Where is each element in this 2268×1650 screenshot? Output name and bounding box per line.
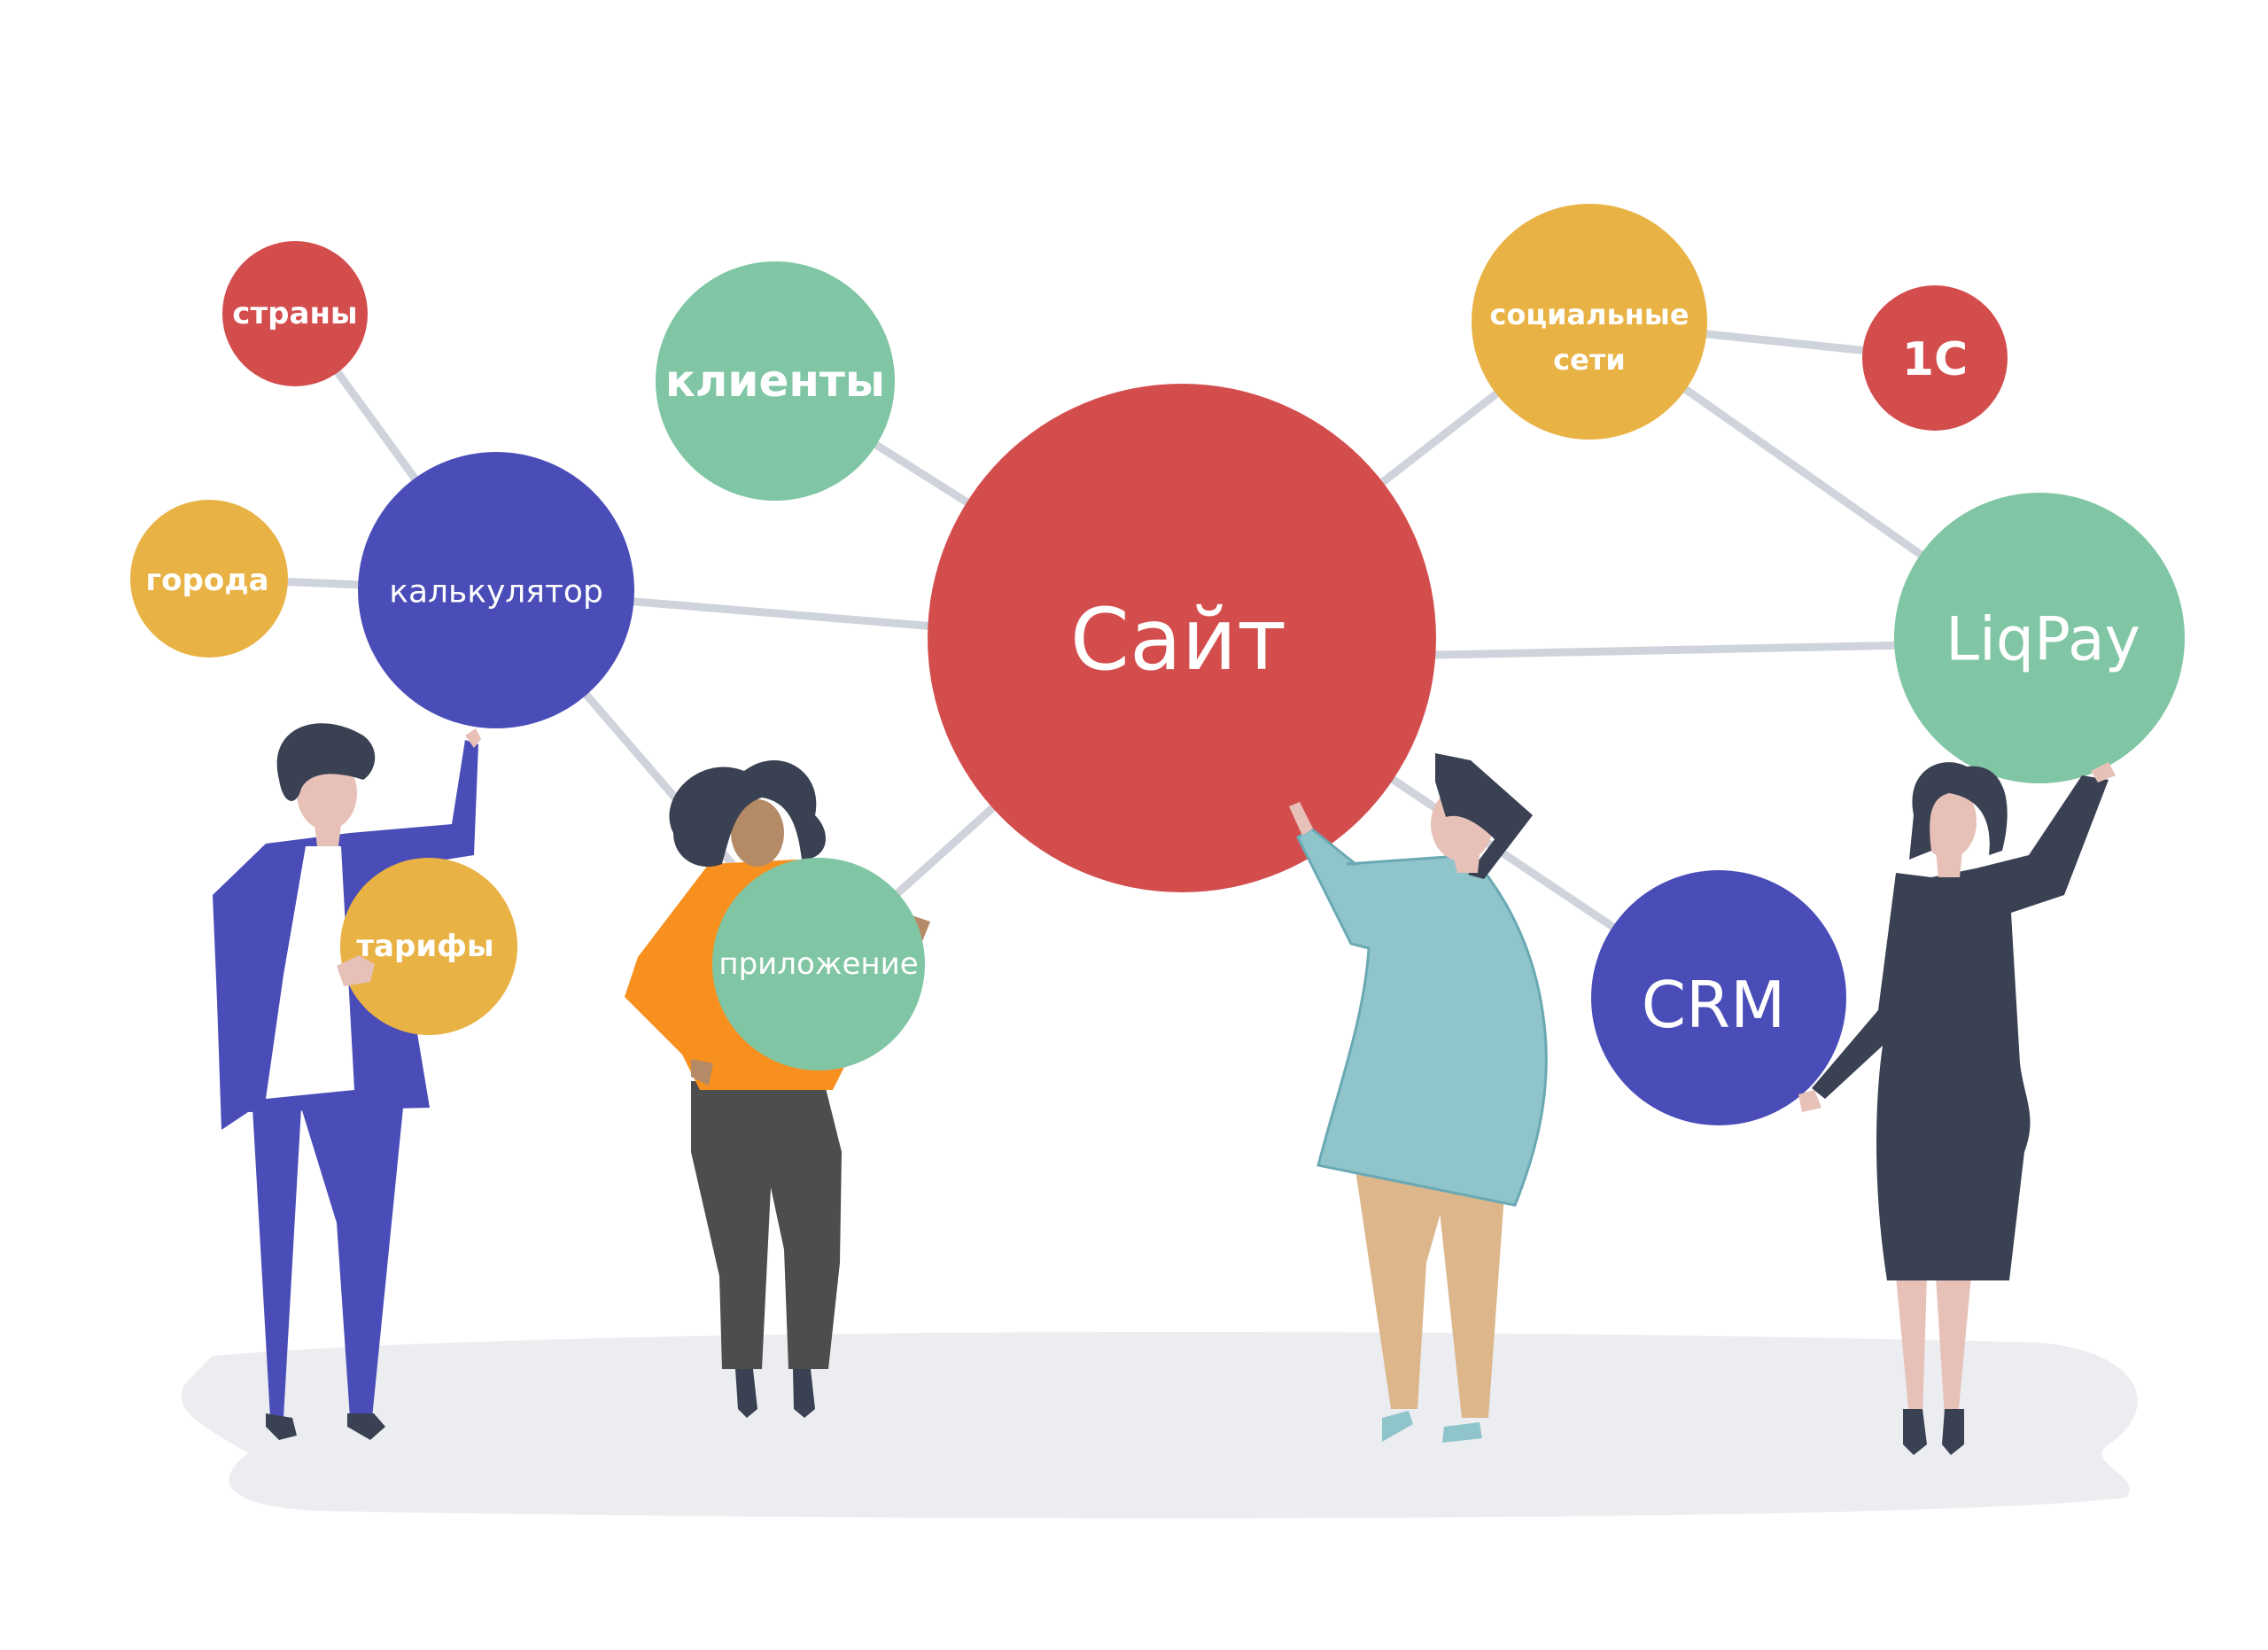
node-label: города <box>145 563 268 598</box>
node-app[interactable]: приложение <box>712 858 925 1070</box>
node-label: клиенты <box>665 355 885 407</box>
node-1c[interactable]: 1С <box>1862 285 2008 431</box>
man-hand <box>337 955 375 986</box>
node-label: CRM <box>1642 968 1785 1042</box>
node-countries[interactable]: страны <box>222 241 368 386</box>
node-label: 1С <box>1902 333 1968 386</box>
node-cities[interactable]: города <box>130 500 288 658</box>
node-crm[interactable]: CRM <box>1591 870 1846 1125</box>
node-label: калькулятор <box>389 574 603 611</box>
node-tariffs[interactable]: тарифы <box>340 858 517 1035</box>
node-calculator[interactable]: калькулятор <box>358 452 634 728</box>
node-label: LiqPay <box>1946 605 2140 675</box>
node-label: социальные <box>1489 298 1689 331</box>
person-woman-teal-dress <box>1289 753 1548 1443</box>
node-label: страны <box>232 296 357 331</box>
ground-shadow <box>181 1332 2138 1519</box>
node-label: Сайт <box>1070 590 1286 689</box>
person-man-blue-suit <box>213 723 481 1440</box>
node-label: тарифы <box>356 929 493 964</box>
node-clients[interactable]: клиенты <box>656 261 895 501</box>
node-liqpay[interactable]: LiqPay <box>1894 493 2185 783</box>
person-woman-orange <box>625 760 930 1418</box>
node-social-networks[interactable]: социальные сети <box>1472 204 1707 440</box>
node-label: сети <box>1553 343 1626 377</box>
node-site[interactable]: Сайт <box>928 384 1436 892</box>
node-label: приложение <box>718 946 918 982</box>
person-woman-dark-dress <box>1798 762 2116 1455</box>
